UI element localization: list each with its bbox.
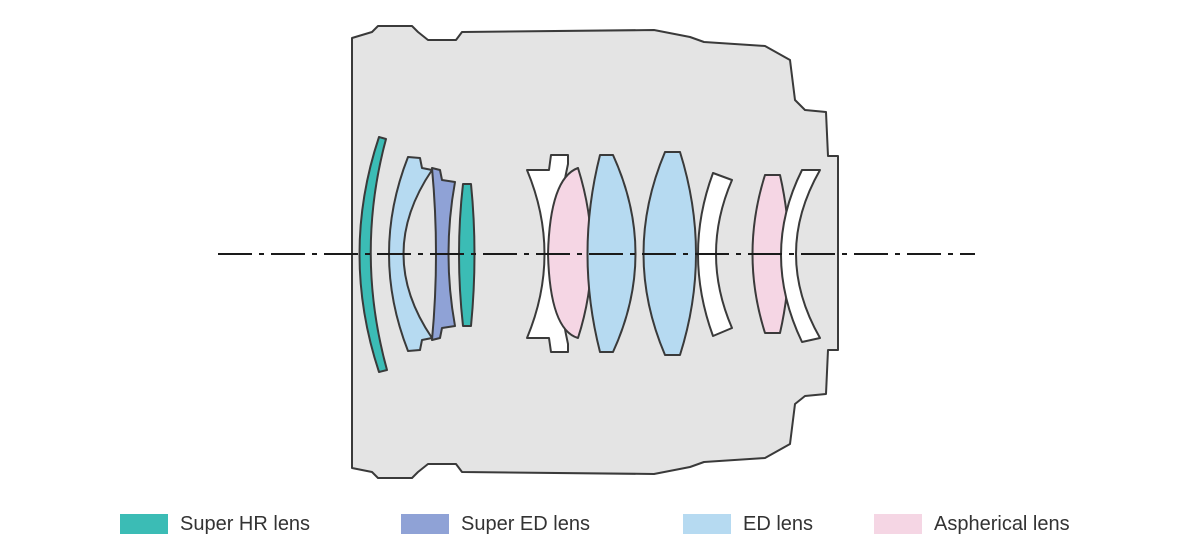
- legend-item-ed: ED lens: [683, 506, 813, 542]
- legend-swatch-super-ed: [401, 514, 449, 534]
- legend-item-aspherical: Aspherical lens: [874, 506, 1070, 542]
- legend-item-super-hr: Super HR lens: [120, 506, 310, 542]
- lens-element-2: [388, 156, 433, 352]
- legend-item-super-ed: Super ED lens: [401, 506, 590, 542]
- legend-label-ed: ED lens: [743, 512, 814, 535]
- legend-label-super-ed: Super ED lens: [461, 512, 590, 535]
- lens-cross-section-diagram: [218, 25, 975, 479]
- lens-element-11: [780, 169, 821, 343]
- legend: Super HR lens Super ED lens ED lens Asph…: [0, 506, 1200, 542]
- legend-label-super-hr: Super HR lens: [180, 512, 311, 535]
- legend-label-aspherical: Aspherical lens: [934, 512, 1070, 535]
- legend-swatch-ed: [683, 514, 731, 534]
- legend-swatch-super-hr: [120, 514, 168, 534]
- lens-element-4: [458, 183, 476, 327]
- legend-swatch-aspherical: [874, 514, 922, 534]
- lens-element-1: [358, 136, 388, 373]
